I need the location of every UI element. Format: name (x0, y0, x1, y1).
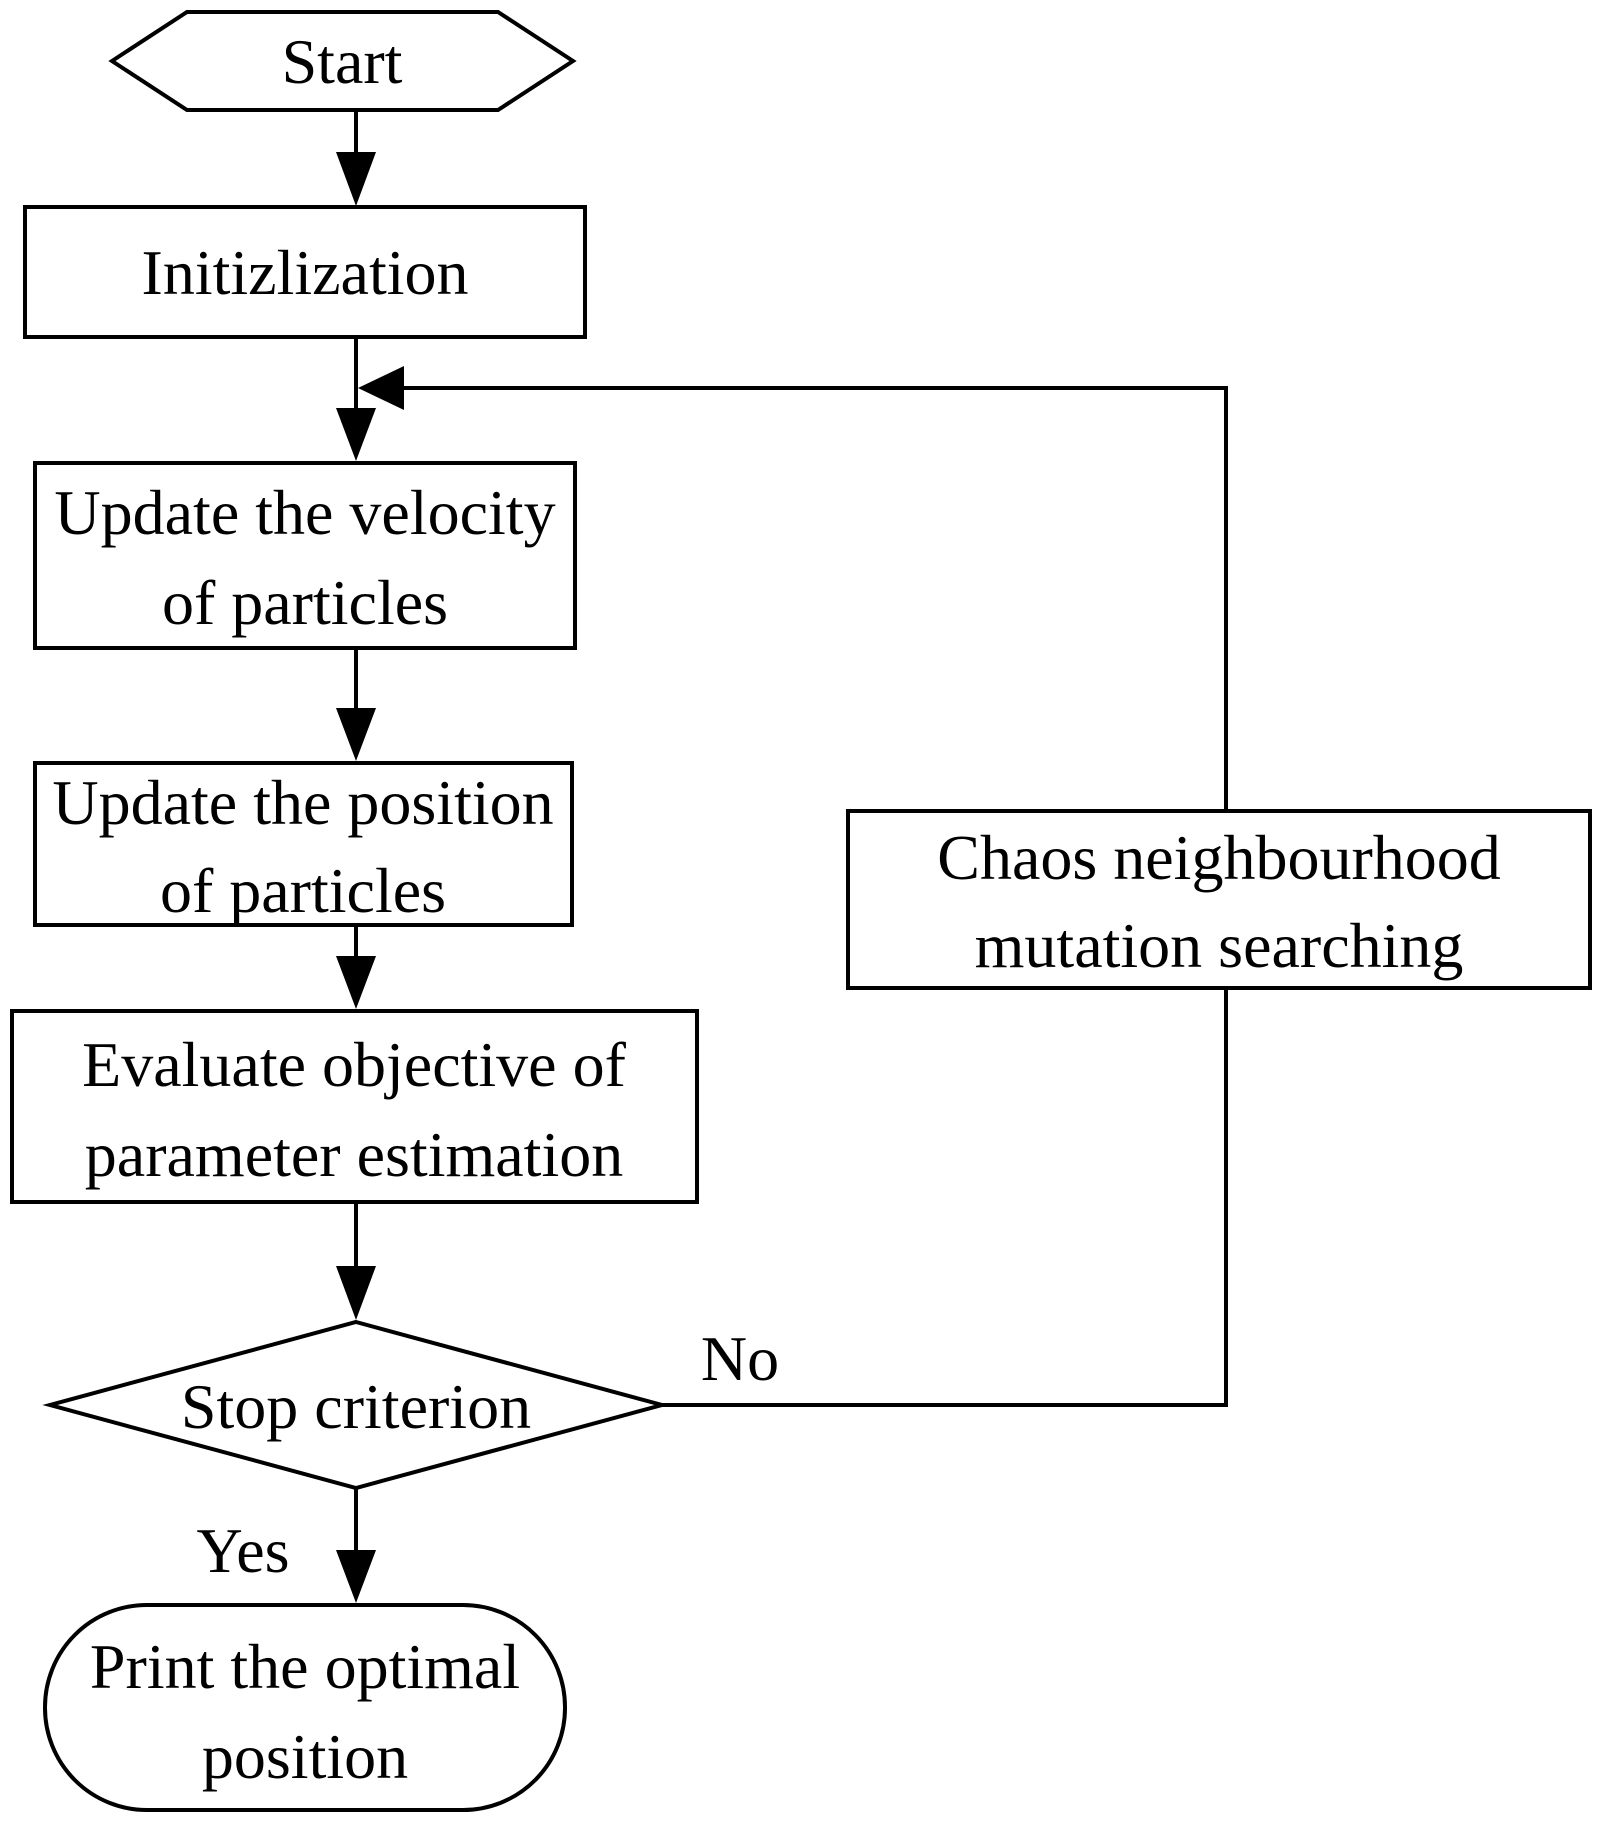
node-chaos-mutation-label-line1: Chaos neighbourhood (937, 822, 1501, 893)
node-evaluate-objective-label-line1: Evaluate objective of (82, 1029, 626, 1100)
node-stop-criterion-shape (42, 1319, 670, 1491)
node-print-optimal-label-line1: Print the optimal (90, 1631, 520, 1702)
label-no: No (701, 1323, 779, 1394)
node-print-optimal-label-line2: position (202, 1721, 408, 1792)
node-evaluate-objective-label-line2: parameter estimation (85, 1119, 623, 1190)
node-update-velocity-shape (33, 461, 577, 650)
node-initialization-label: Initizlization (142, 237, 469, 308)
node-update-position-shape (33, 761, 574, 927)
label-yes: Yes (196, 1515, 289, 1586)
node-chaos-mutation-label-line2: mutation searching (975, 910, 1464, 981)
arrowhead-evaluate-stop-criterion (336, 1266, 376, 1320)
node-update-position-label-line1: Update the position (52, 767, 553, 838)
arrowhead-initialization-update-velocity (336, 408, 376, 461)
node-update-position-label-line2: of particles (160, 855, 446, 926)
node-stop-criterion-label: Stop criterion (181, 1371, 531, 1442)
arrowhead-update-position-evaluate (336, 956, 376, 1009)
arrowhead-feedback-merge (358, 366, 404, 410)
arrowhead-yes-branch (336, 1550, 376, 1603)
node-start-shape (108, 10, 577, 112)
arrowhead-update-velocity-update-position (336, 708, 376, 761)
node-update-velocity-label-line1: Update the velocity (54, 477, 555, 548)
node-update-velocity-label-line2: of particles (162, 567, 448, 638)
node-initialization-shape (23, 205, 587, 339)
node-start-label: Start (282, 26, 403, 97)
node-chaos-mutation-shape (846, 809, 1592, 990)
node-print-optimal-shape (43, 1603, 567, 1812)
node-evaluate-objective-shape (10, 1009, 699, 1204)
arrowhead-start-initialization (336, 152, 376, 206)
